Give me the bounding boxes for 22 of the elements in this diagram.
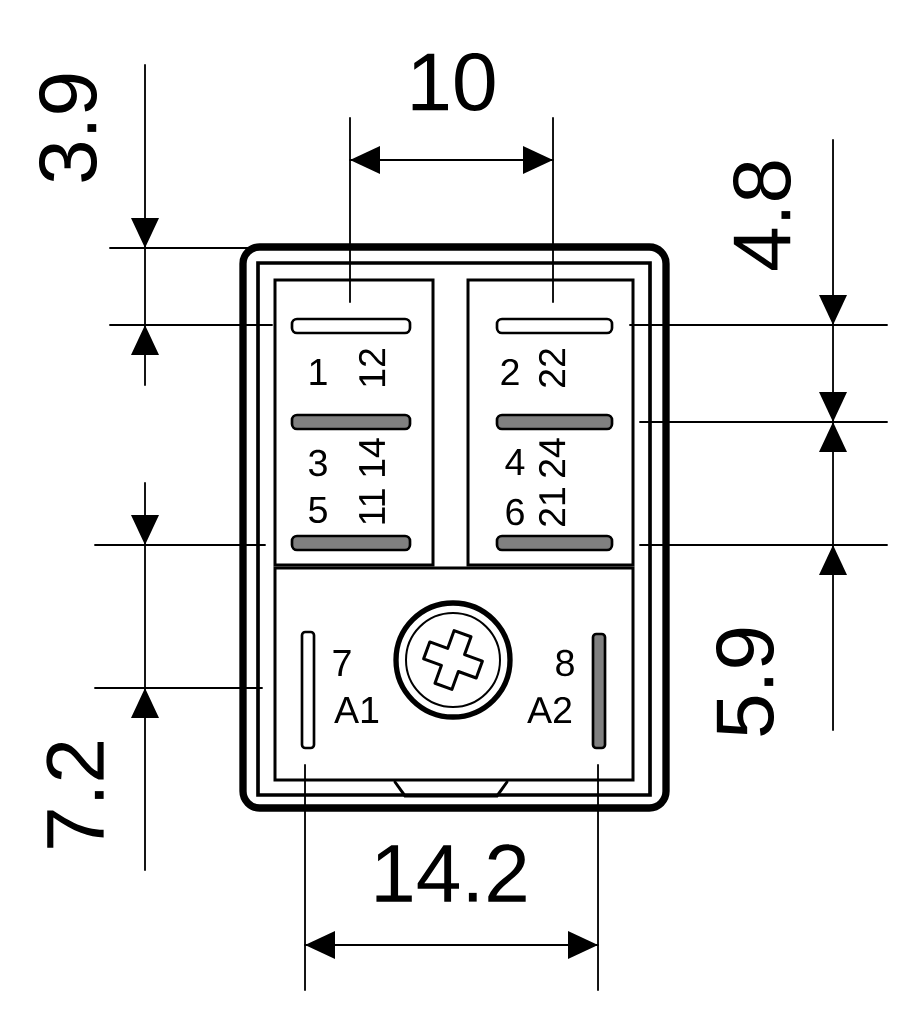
dimension-label: 5.9 bbox=[716, 628, 775, 736]
pin-number: 14 bbox=[359, 438, 385, 476]
dimension-label: 7.2 bbox=[46, 742, 104, 848]
dimension-label: 3.9 bbox=[39, 74, 98, 182]
pin-number: 11 bbox=[359, 489, 385, 524]
pin-number: 22 bbox=[538, 349, 566, 387]
pin-number: 6 bbox=[506, 498, 524, 526]
pin-number: 4 bbox=[505, 449, 525, 475]
dimension-label: 14.2 bbox=[376, 844, 526, 902]
dimension-label: 10 bbox=[412, 52, 495, 111]
pin-number: 5 bbox=[309, 496, 327, 524]
pin-number: 2 bbox=[501, 358, 519, 386]
pin-number: 1 bbox=[310, 359, 327, 385]
pin-number: 8 bbox=[556, 649, 574, 677]
pin-number: 7 bbox=[333, 650, 351, 676]
pin-number: A1 bbox=[334, 697, 379, 723]
dimension-label: 4.8 bbox=[733, 161, 792, 271]
pin-number: 21 bbox=[538, 488, 566, 526]
pin-number: A2 bbox=[527, 696, 572, 724]
pin-number: 3 bbox=[309, 449, 327, 477]
pin-number: 24 bbox=[538, 438, 566, 477]
pin-number: 12 bbox=[358, 349, 386, 386]
